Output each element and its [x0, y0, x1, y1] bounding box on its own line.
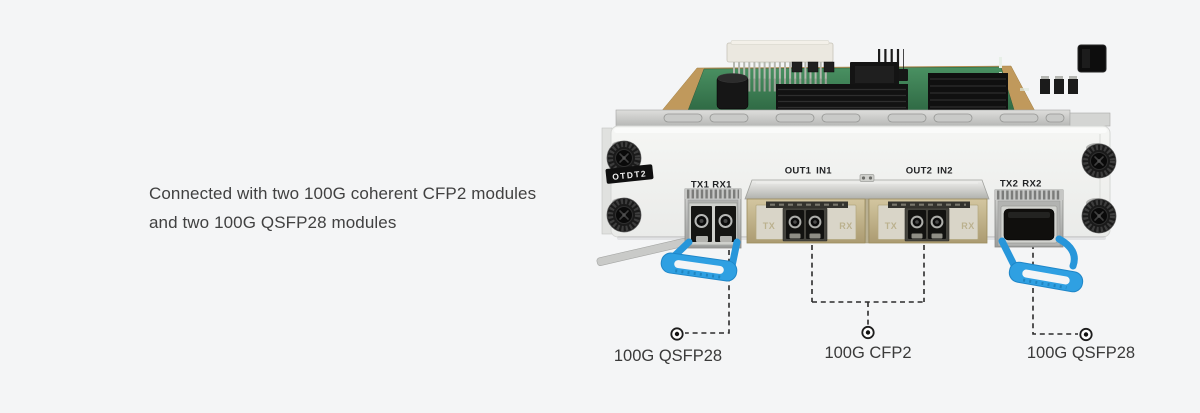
rail-slot: [887, 113, 927, 123]
lc-duplex-connector-cfp1: [782, 207, 828, 242]
rail-slot: [663, 113, 703, 123]
thumbscrew-top-right: [1082, 144, 1116, 178]
callout-label-cfp2: 100G CFP2: [824, 344, 912, 362]
lc-duplex-connector-cfp2: [904, 207, 950, 242]
qsfp28-module-right: [994, 189, 1084, 293]
description-line-1: Connected with two 100G coherent CFP2 mo…: [149, 184, 537, 203]
bullseye-icon-center: [861, 325, 875, 340]
cfp2-slot-assembly: TX RX TX: [744, 174, 990, 244]
model-label: OTDT2: [605, 164, 654, 184]
inductor: [1077, 44, 1107, 73]
bullseye-icon-left: [670, 327, 684, 341]
port-label-out1: OUT1: [785, 166, 812, 177]
ic-chip: [823, 61, 835, 73]
port-label-in1: IN1: [816, 166, 832, 177]
heatsink-1: [776, 84, 908, 114]
lc-duplex-connector-qsfp1: [688, 202, 738, 246]
bail-latch-right: [998, 235, 1084, 293]
mounting-ear-right: [1069, 112, 1111, 127]
silkscreen-mark: [1020, 88, 1029, 91]
callout-line-center: [811, 245, 925, 325]
qsfp28-module-left: [660, 188, 742, 282]
description-text: Connected with two 100G coherent CFP2 mo…: [149, 179, 536, 237]
rail-slot: [709, 113, 749, 123]
callout-label-qsfp28-right: 100G QSFP28: [1026, 344, 1136, 362]
ic-chip: [807, 61, 819, 73]
ic-chip: [791, 61, 803, 73]
rail-slot: [933, 113, 973, 123]
rail-slot: [999, 113, 1039, 123]
callout-label-qsfp28-left: 100G QSFP28: [613, 347, 723, 365]
cfp2-divider: [865, 198, 869, 244]
capacitor: [716, 73, 749, 110]
cfp2-module-1: TX RX: [746, 198, 866, 244]
port-label-out2: OUT2: [906, 166, 933, 177]
model-label-text: OTDT2: [612, 168, 648, 182]
description-line-2: and two 100G QSFP28 modules: [149, 213, 397, 232]
rail-slot: [775, 113, 815, 123]
callout-lines: [685, 244, 1078, 335]
processor-chip: [850, 62, 899, 87]
cfp2-rx-mark: RX: [961, 221, 975, 231]
pcb-board: [659, 40, 1107, 114]
heatsink-2: [928, 73, 1008, 114]
bullseye-icon-right: [1079, 327, 1093, 342]
port-label-in2: IN2: [937, 166, 953, 177]
thumbscrew-bottom-right: [1082, 199, 1116, 233]
mounting-rail: [615, 109, 1111, 129]
qsfp28-port-right: [1000, 205, 1058, 244]
rail-slot: [1045, 113, 1065, 123]
smd-components: [1040, 76, 1078, 94]
port-label-rx2: RX2: [1022, 179, 1041, 190]
cfp1-rx-mark: RX: [839, 221, 853, 231]
rail-slot: [821, 113, 861, 123]
cfp2-tx-mark: TX: [885, 221, 898, 231]
cfp2-module-2: TX RX: [868, 198, 988, 244]
thumbscrew-bottom-left: [607, 198, 641, 232]
bail-latch-left: [660, 238, 741, 282]
port-label-rx1: RX1: [712, 180, 732, 191]
silkscreen-mark: [999, 57, 1002, 68]
cfp1-tx-mark: TX: [763, 221, 776, 231]
port-label-tx2: TX2: [1000, 179, 1018, 190]
port-label-tx1: TX1: [691, 180, 710, 191]
